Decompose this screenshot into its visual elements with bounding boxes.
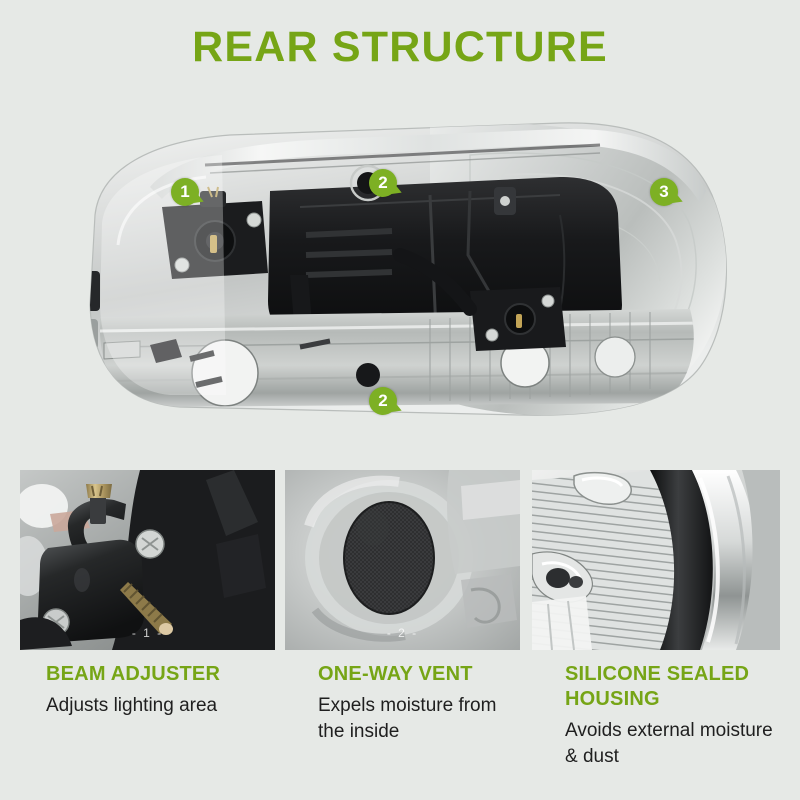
panel-tag-2: - 2 - bbox=[386, 626, 419, 640]
caption-beam-adjuster: BEAM ADJUSTER Adjusts lighting area bbox=[46, 662, 281, 719]
callout-badge-2-upper[interactable]: 2 bbox=[369, 169, 397, 197]
callout-badge-1[interactable]: 1 bbox=[171, 178, 199, 206]
headlight-assembly-illustration bbox=[89, 122, 727, 416]
callout-badge-3[interactable]: 3 bbox=[650, 178, 678, 206]
caption-desc-3: Avoids external moisture & dust bbox=[565, 720, 773, 767]
detail-panel-silicone-sealed-housing[interactable] bbox=[532, 470, 780, 650]
caption-row: BEAM ADJUSTER Adjusts lighting area ONE-… bbox=[0, 662, 800, 792]
caption-silicone-sealed-housing: SILICONE SEALED HOUSING Avoids external … bbox=[565, 662, 790, 770]
caption-title-1: BEAM ADJUSTER bbox=[46, 663, 221, 685]
caption-title-2: ONE-WAY VENT bbox=[318, 663, 473, 685]
one-way-vent-photo bbox=[285, 470, 520, 650]
detail-panel-one-way-vent[interactable]: - 2 - bbox=[285, 470, 520, 650]
silicone-sealed-housing-photo bbox=[532, 470, 780, 650]
caption-desc-2: Expels moisture from the inside bbox=[318, 695, 497, 742]
beam-adjuster-photo bbox=[20, 470, 275, 650]
panel-tag-1: - 1 - bbox=[131, 626, 164, 640]
page-title: REAR STRUCTURE bbox=[192, 23, 608, 71]
detail-panel-beam-adjuster[interactable]: - 1 - bbox=[20, 470, 275, 650]
caption-one-way-vent: ONE-WAY VENT Expels moisture from the in… bbox=[318, 662, 523, 745]
hero-product-image: 1 2 3 2 bbox=[0, 95, 800, 445]
callout-badge-2-lower[interactable]: 2 bbox=[369, 387, 397, 415]
caption-desc-1: Adjusts lighting area bbox=[46, 695, 218, 716]
detail-panel-row: - 1 - bbox=[0, 462, 800, 654]
caption-title-3: SILICONE SEALED HOUSING bbox=[565, 663, 750, 710]
